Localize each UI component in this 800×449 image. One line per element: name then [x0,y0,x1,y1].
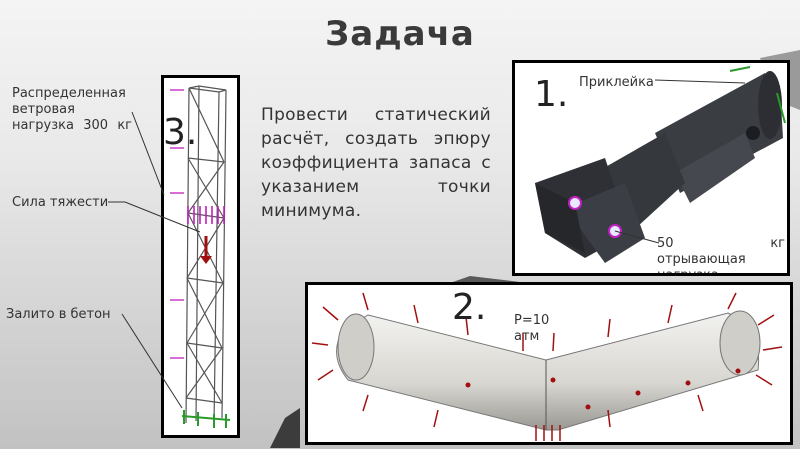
number-three: 3. [163,112,198,153]
tear-load-label: 50 кг отрывающая нагрузка [657,236,785,276]
concrete-fixture [181,410,231,428]
tower-frame [185,85,227,424]
pipe-body [336,310,761,431]
glued-label: Приклейка [579,75,654,90]
pipe-panel: P=10 атм [305,282,793,445]
gravity-label: Сила тяжести [12,195,109,210]
wind-leader [131,111,165,196]
pipe-drawing [311,292,783,441]
wind-load-arrows [170,89,184,359]
wind-load-label: Распределенная ветровая нагрузка 300 кг [12,86,132,133]
part-body [535,71,783,263]
task-description: Провести статический расчёт, создать эпю… [261,105,491,221]
glued-leader [654,79,746,84]
pressure-arrows [311,292,783,441]
tear-leader [614,230,660,244]
number-two: 2. [452,287,487,328]
part-panel: Приклейка 50 кг отрывающая нагрузка [512,60,790,276]
glue-fixture [729,66,786,124]
part-drawing [535,66,786,263]
pressure-label: P=10 атм [514,313,550,344]
gravity-arrow [200,236,212,264]
pressure-dots [465,368,741,410]
tower-drawing [170,85,231,428]
gravity-leader [124,201,201,233]
bg-shape-left [270,408,300,448]
concrete-label: Залито в бетон [6,307,111,322]
tower-panel [161,75,240,438]
gravity-top-arrows [187,206,225,224]
slide-title: Задача [325,14,475,54]
number-one: 1. [534,74,569,115]
concrete-leader [121,313,183,409]
